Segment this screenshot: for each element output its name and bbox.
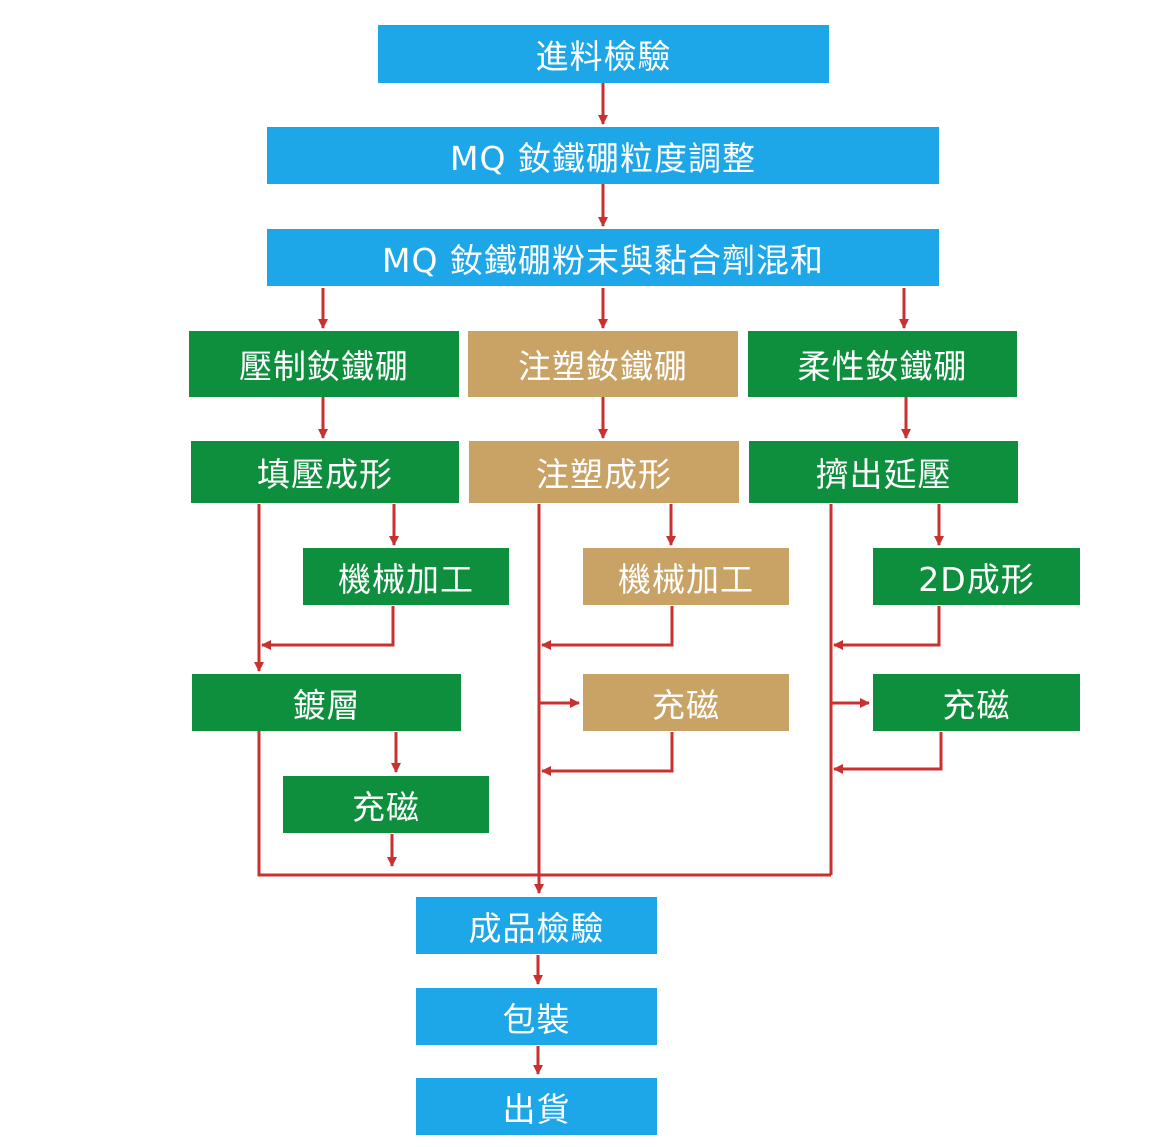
pressed-machining-box: 機械加工: [303, 548, 509, 605]
arrow-2d-merge: [833, 606, 941, 650]
extrusion-calendering-box: 擠出延壓: [749, 441, 1018, 503]
incoming-inspection-box: 進料檢驗: [378, 25, 829, 83]
injection-magnetizing-box: 充磁: [583, 674, 789, 731]
pressed-ndfeb-box: 壓制釹鐵硼: [189, 331, 459, 397]
arrow-flexible-magnetizing-merge: [833, 732, 943, 774]
shaping-2d-box: 2D成形: [873, 548, 1080, 605]
coating-box: 鍍層: [192, 674, 461, 731]
flexible-magnetizing-box: 充磁: [873, 674, 1080, 731]
injection-ndfeb-box: 注塑釹鐵硼: [468, 331, 738, 397]
injection-forming-box: 注塑成形: [469, 441, 739, 503]
pressed-forming-box: 填壓成形: [191, 441, 459, 503]
line-pressed-to-final: [257, 703, 538, 877]
injection-machining-box: 機械加工: [583, 548, 789, 605]
arrow-injection-machining-merge: [541, 606, 674, 650]
arrow-injection-magnetizing-merge: [541, 732, 674, 776]
product-inspection-box: 成品檢驗: [416, 897, 657, 954]
pressed-magnetizing-box: 充磁: [283, 776, 489, 833]
powder-binder-mixing-box: MQ 釹鐵硼粉末與黏合劑混和: [267, 229, 939, 286]
flexible-ndfeb-box: 柔性釹鐵硼: [748, 331, 1017, 397]
shipping-box: 出貨: [416, 1078, 657, 1135]
arrow-pressed-machining-merge: [261, 606, 395, 650]
packaging-box: 包裝: [416, 988, 657, 1045]
particle-size-adjustment-box: MQ 釹鐵硼粒度調整: [267, 127, 939, 184]
